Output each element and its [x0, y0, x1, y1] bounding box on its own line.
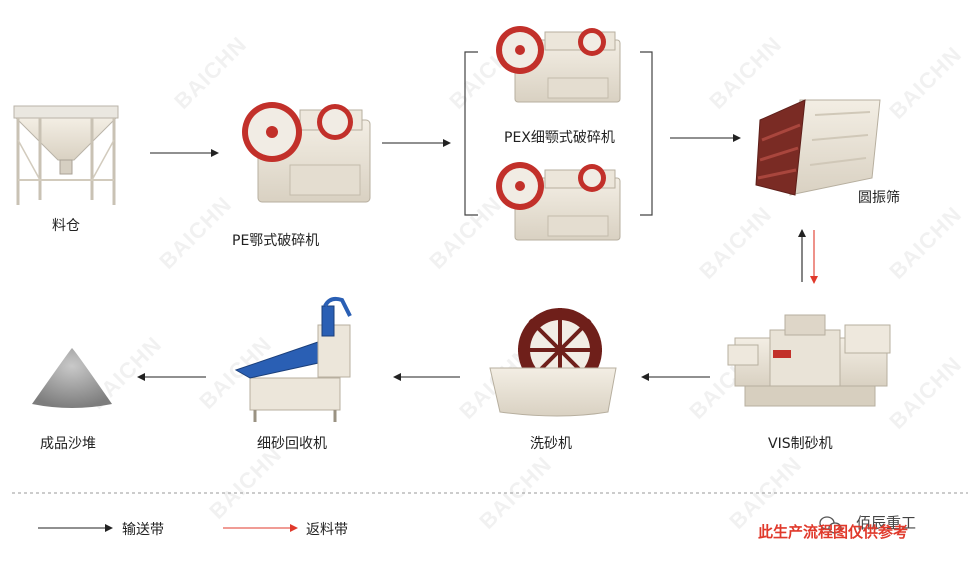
footer-note: 此生产流程图仅供参考	[758, 523, 909, 541]
label-sand-washer: 洗砂机	[530, 436, 572, 452]
pex-bracket	[464, 51, 653, 216]
conveyor-arrows	[137, 134, 806, 381]
label-pex-crusher: PEX细颚式破碎机	[504, 130, 615, 146]
hopper-machine	[13, 105, 119, 205]
pe-crusher-machine	[242, 102, 371, 203]
label-pe-crusher: PE鄂式破碎机	[232, 233, 320, 249]
legend-return-label: 返料带	[306, 522, 348, 538]
wechat-icon	[819, 516, 842, 534]
sand-washer-machine	[489, 308, 617, 417]
brand-name: 佰辰重工	[856, 514, 917, 532]
vibrating-screen-machine	[755, 99, 881, 196]
label-vsi-sand-maker: VIS制砂机	[768, 436, 833, 452]
sand-recycler-machine	[234, 296, 352, 422]
pex-crusher-top-machine	[496, 26, 621, 103]
label-sand-pile: 成品沙堆	[40, 436, 96, 452]
pex-crusher-bottom-machine	[496, 162, 621, 241]
sand-pile-image	[32, 348, 112, 408]
label-hopper: 料仓	[52, 218, 80, 234]
legend-conveyor-label: 输送带	[122, 522, 164, 538]
label-sand-recycler: 细砂回收机	[257, 436, 327, 452]
vsi-sand-maker-machine	[727, 314, 891, 407]
label-vibrating-screen: 圆振筛	[858, 190, 900, 206]
